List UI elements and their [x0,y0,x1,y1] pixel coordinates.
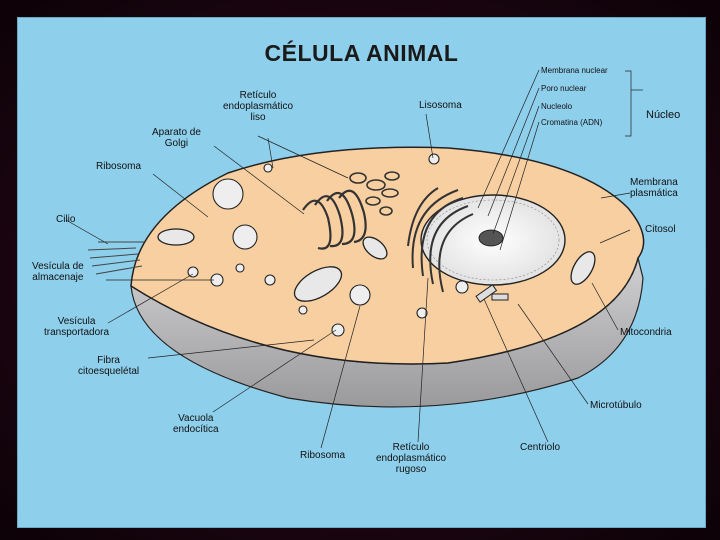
label-cilium: Cilio [56,214,75,225]
label-nucleolus: Nucleolo [541,102,572,111]
label-plasma-membrane: Membrana plasmática [630,177,678,199]
label-lysosome: Lisosoma [419,100,462,111]
label-cytoskeletal-fiber: Fibra citoesquelétal [78,355,139,377]
label-microtubule: Microtúbulo [590,400,642,411]
label-chromatin: Cromatina (ADN) [541,118,602,127]
label-endocytic-vacuole: Vacuola endocítica [173,413,219,435]
label-centriole: Centriolo [520,442,560,453]
label-nucleus: Núcleo [646,109,680,121]
label-rough-er: Retículo endoplasmático rugoso [376,442,446,475]
label-golgi: Aparato de Golgi [152,127,201,149]
label-storage-vesicle: Vesícula de almacenaje [32,261,84,283]
label-cytosol: Citosol [645,224,676,235]
label-mitochondrion: Mitocondria [620,327,672,338]
label-transport-vesicle: Vesícula transportadora [44,316,109,338]
label-nuclear-membrane: Membrana nuclear [541,66,608,75]
slide-canvas: CÉLULA ANIMAL [17,17,706,528]
label-ribosome-top: Ribosoma [96,161,141,172]
label-ribosome-bottom: Ribosoma [300,450,345,461]
label-smooth-er: Retículo endoplasmático liso [223,90,293,123]
animal-cell-illustration [18,18,705,527]
label-nuclear-pore: Poro nuclear [541,84,586,93]
nucleolus [479,230,503,246]
